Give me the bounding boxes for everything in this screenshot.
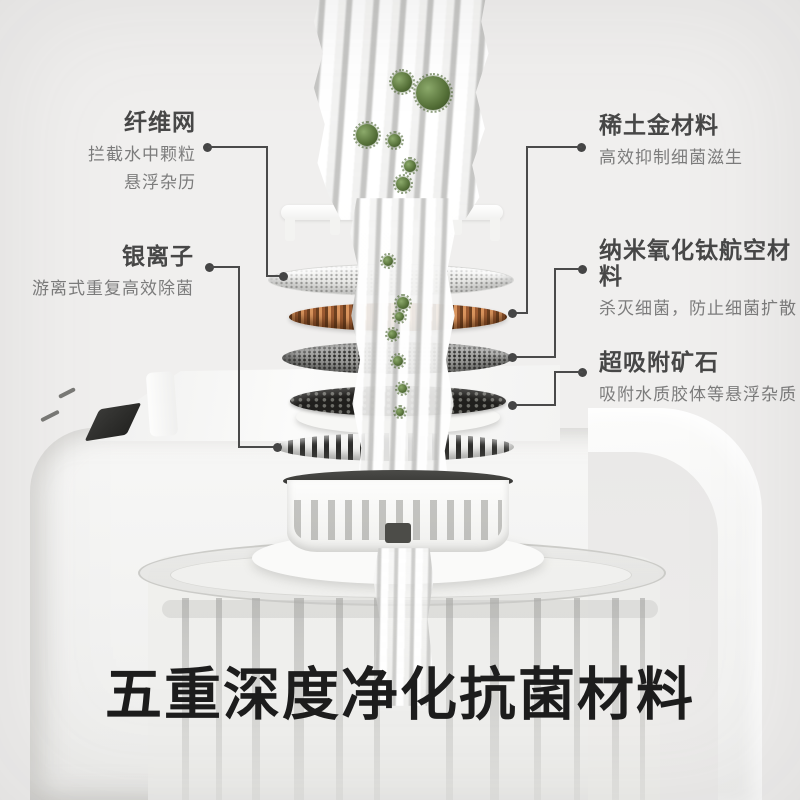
- connector-line: [266, 146, 268, 277]
- connector-line: [266, 275, 284, 277]
- callout-desc: 悬浮杂历: [124, 173, 196, 193]
- filter-cap-tab: [330, 218, 340, 235]
- tank-pillar: [294, 598, 304, 800]
- callout-title: 银离子: [122, 244, 194, 270]
- virus-particle-icon: [380, 253, 396, 269]
- virus-particle-icon: [394, 294, 412, 312]
- connector-dot: [205, 263, 214, 272]
- virus-particle-icon: [385, 327, 400, 342]
- vent-slit: [40, 409, 60, 423]
- callout-desc: 吸附水质胶体等悬浮杂质: [599, 385, 797, 405]
- tank-pillar: [640, 598, 645, 800]
- connector-line: [238, 446, 278, 448]
- connector-dot: [508, 353, 517, 362]
- tank-pillar: [182, 598, 189, 800]
- tank-pillar: [446, 598, 453, 800]
- callout-adsorption-ore: 超吸附矿石 吸附水质胶体等悬浮杂质: [599, 350, 799, 409]
- filter-cap-tab: [452, 218, 462, 235]
- connector-line: [238, 266, 240, 448]
- grille-notch: [385, 523, 411, 543]
- callout-desc: 拦截水中颗粒: [88, 145, 196, 165]
- headline-title: 五重深度净化抗菌材料: [105, 662, 695, 728]
- callout-desc: 高效抑制细菌滋生: [599, 148, 743, 168]
- virus-particle-icon: [390, 353, 406, 369]
- tank-pillar: [216, 598, 222, 800]
- filter-cap-tab: [490, 218, 500, 241]
- water-stream-bottom: [373, 548, 434, 706]
- virus-particle-icon: [385, 131, 404, 150]
- connector-dot: [273, 443, 282, 452]
- tank-pillar: [252, 598, 260, 800]
- top-ridge: [145, 371, 179, 437]
- callout-desc: 杀灭细菌，防止细菌扩散: [599, 299, 797, 319]
- filter-cap-tab: [285, 218, 295, 241]
- virus-particle-icon: [395, 381, 410, 396]
- callout-title: 纤维网: [124, 110, 196, 136]
- connector-dot: [508, 401, 517, 410]
- callout-nano-titanium: 纳米氧化钛航空材料 杀灭细菌，防止细菌扩散: [599, 238, 799, 323]
- callout-title: 稀土金材料: [599, 113, 719, 139]
- connector-line: [513, 356, 555, 358]
- tank-pillar: [490, 598, 499, 800]
- callout-title: 纳米氧化钛航空材料: [599, 238, 791, 290]
- connector-line: [527, 146, 582, 148]
- connector-dot: [508, 309, 517, 318]
- connector-line: [554, 268, 556, 358]
- callout-desc: 游离式重复高效除菌: [32, 279, 194, 299]
- water-stream-middle: [350, 198, 455, 492]
- connector-line: [555, 371, 583, 373]
- callout-fiber-mesh: 纤维网 拦截水中颗粒 悬浮杂历: [20, 110, 196, 197]
- virus-particle-icon: [401, 157, 419, 175]
- tank-pillar: [612, 598, 619, 800]
- connector-dot: [279, 272, 288, 281]
- connector-line: [513, 404, 555, 406]
- connector-line: [513, 312, 528, 314]
- callout-rare-earth: 稀土金材料 高效抑制细菌滋生: [599, 113, 799, 172]
- connector-line: [554, 371, 556, 406]
- connector-line: [208, 146, 268, 148]
- connector-line: [210, 266, 240, 268]
- virus-particle-icon: [389, 69, 415, 95]
- virus-particle-icon: [392, 309, 407, 324]
- connector-dot: [203, 143, 212, 152]
- callout-title: 超吸附矿石: [599, 350, 719, 376]
- vent-slit: [58, 387, 76, 399]
- connector-line: [555, 268, 583, 270]
- tank-pillar: [534, 598, 541, 800]
- virus-particle-icon: [413, 73, 453, 113]
- tank-pillar: [574, 598, 580, 800]
- tank-pillar: [336, 598, 343, 800]
- tank-pillar: [374, 598, 380, 800]
- callout-silver-ion: 银离子 游离式重复高效除菌: [14, 244, 194, 303]
- virus-particle-icon: [393, 405, 407, 419]
- virus-particle-icon: [393, 174, 413, 194]
- connector-line: [526, 146, 528, 314]
- virus-particle-icon: [353, 121, 381, 149]
